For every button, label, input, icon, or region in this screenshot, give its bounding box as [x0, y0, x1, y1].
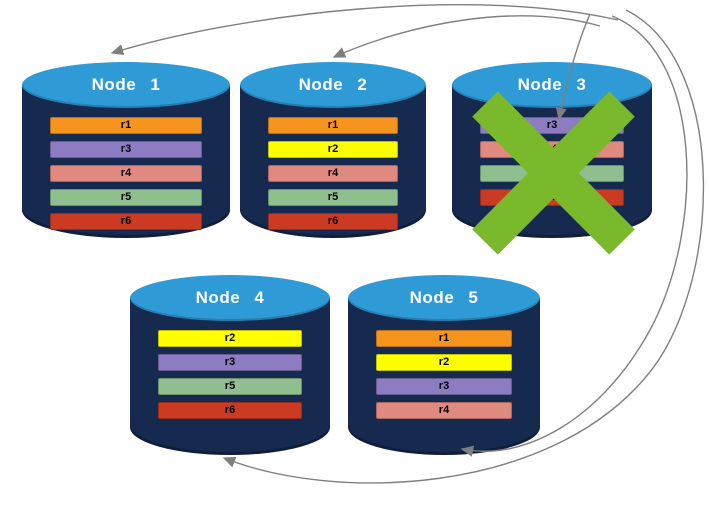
record-row-r5: r5: [268, 189, 398, 206]
record-row-r6: r6: [158, 402, 302, 419]
record-row-r2: r2: [376, 354, 512, 371]
record-rows: r1 r2 r3 r4: [376, 330, 512, 419]
record-rows: r2 r3 r5 r6: [158, 330, 302, 419]
record-row-r3: r3: [158, 354, 302, 371]
cylinder-top: Node 2: [240, 62, 426, 108]
record-row-r3: r3: [376, 378, 512, 395]
cylinder-body: [22, 85, 230, 238]
record-rows: r1 r2 r4 r5 r6: [268, 117, 398, 230]
cylinder-top: Node 1: [22, 62, 230, 108]
record-rows: r1 r3 r4 r5 r6: [50, 117, 202, 230]
record-row-r3: r3: [480, 117, 624, 134]
arrow-node3-to-node1: [110, 4, 619, 56]
record-row-r1: r1: [268, 117, 398, 134]
record-row-r4: r4: [268, 165, 398, 182]
record-row-r5: r5: [480, 165, 624, 182]
record-row-r5: r5: [158, 378, 302, 395]
node-title: Node 5: [409, 288, 479, 307]
record-row-r6: r6: [480, 189, 624, 206]
cylinder-top: Node 4: [130, 275, 330, 321]
node-title: Node 2: [298, 75, 368, 94]
record-row-r2: r2: [268, 141, 398, 158]
record-row-r6: r6: [268, 213, 398, 230]
record-row-r4: r4: [480, 141, 624, 158]
record-rows: r3 r4 r5 r6: [480, 117, 624, 206]
cylinder-top: Node 3: [452, 62, 652, 108]
record-row-r4: r4: [50, 165, 202, 182]
node-title: Node 1: [91, 75, 161, 94]
db-node-1: Node 1 r1 r3 r4 r5 r6: [22, 62, 230, 238]
db-node-5: Node 5 r1 r2 r3 r4: [348, 275, 540, 455]
record-row-r5: r5: [50, 189, 202, 206]
arrow-node3-to-node2: [332, 15, 601, 58]
record-row-r6: r6: [50, 213, 202, 230]
record-row-r1: r1: [50, 117, 202, 134]
record-row-r4: r4: [376, 402, 512, 419]
db-node-4: Node 4 r2 r3 r5 r6: [130, 275, 330, 455]
db-node-3: Node 3 r3 r4 r5 r6: [452, 62, 652, 238]
record-row-r3: r3: [50, 141, 202, 158]
cylinder-top: Node 5: [348, 275, 540, 321]
node-title: Node 3: [517, 75, 587, 94]
record-row-r2: r2: [158, 330, 302, 347]
db-node-2: Node 2 r1 r2 r4 r5 r6: [240, 62, 426, 238]
node-title: Node 4: [195, 288, 265, 307]
record-row-r1: r1: [376, 330, 512, 347]
